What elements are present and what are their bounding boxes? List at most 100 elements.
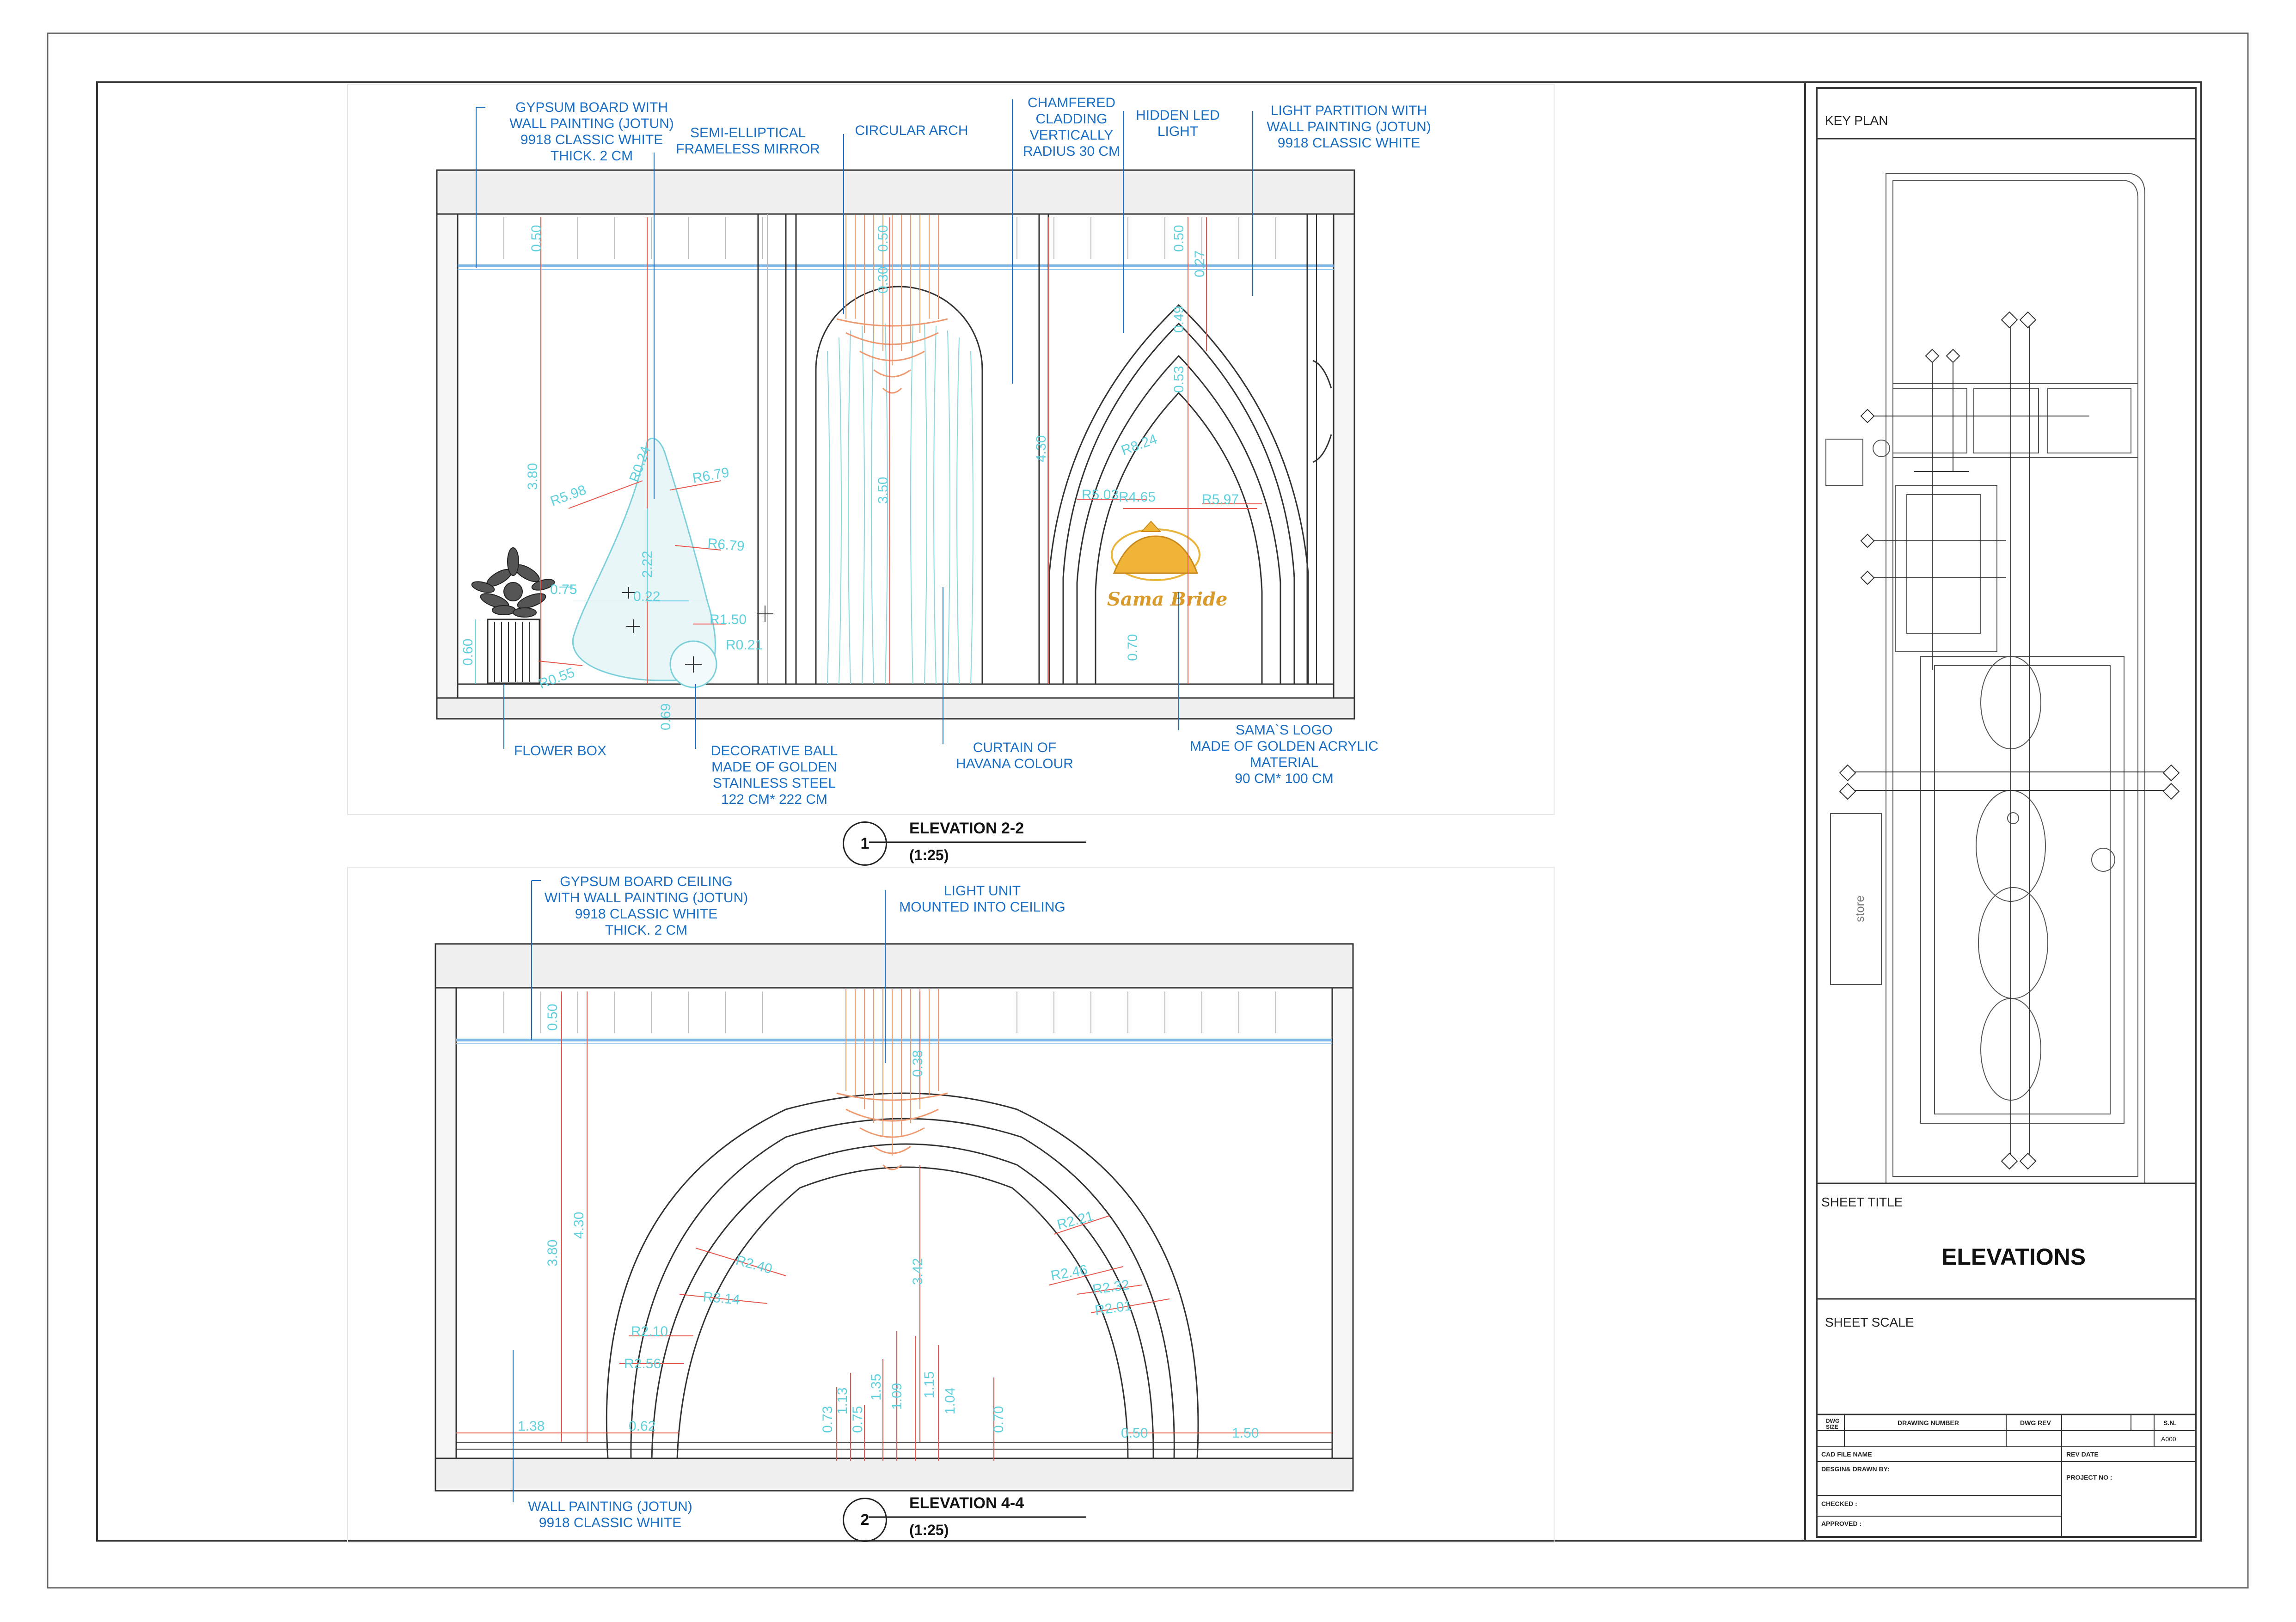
dim-t14: 0.50 bbox=[876, 225, 891, 252]
dim-b6: R3.14 bbox=[702, 1289, 741, 1308]
note-gypsum-board-line: GYPSUM BOARD WITH bbox=[515, 100, 668, 115]
dim-t25: R5.97 bbox=[1202, 492, 1239, 507]
design-drawn-by: DESGIN& DRAWN BY: bbox=[1821, 1465, 1890, 1473]
elevation-bubble-1: 1 bbox=[843, 821, 887, 866]
dim-t0: 0.50 bbox=[529, 225, 544, 252]
elevation-title-2: ELEVATION 4-4 bbox=[909, 1494, 1024, 1512]
inner-border bbox=[96, 81, 2202, 1542]
note-semi-elliptical-mirror-line: FRAMELESS MIRROR bbox=[676, 141, 820, 157]
dimension-lines-bottom bbox=[456, 992, 1332, 1461]
dim-t5: R6.79 bbox=[691, 465, 730, 486]
project-no: PROJECT NO : bbox=[2066, 1474, 2112, 1481]
dim-b9: R2.21 bbox=[1055, 1208, 1095, 1233]
note-wall-painting-line: 9918 CLASSIC WHITE bbox=[539, 1515, 682, 1530]
dim-t20: 0.49 bbox=[1171, 306, 1187, 333]
note-gypsum-board-line: THICK. 2 CM bbox=[550, 148, 633, 164]
dim-t7: R6.79 bbox=[707, 536, 745, 554]
dim-b15: 0.73 bbox=[820, 1406, 835, 1433]
note-gypsum-ceiling-line: 9918 CLASSIC WHITE bbox=[575, 906, 718, 922]
dim-b2: 4.30 bbox=[571, 1212, 587, 1239]
dim-b23: 0.50 bbox=[1121, 1426, 1148, 1441]
left-wall bbox=[436, 213, 459, 699]
dim-t24: R4.65 bbox=[1119, 490, 1156, 505]
dim-t15: 0.30 bbox=[876, 267, 891, 294]
sn-label: S.N. bbox=[2163, 1419, 2176, 1426]
note-semi-elliptical-mirror-line: SEMI-ELLIPTICAL bbox=[690, 125, 806, 141]
curtain bbox=[827, 323, 974, 685]
dim-t17: 4.30 bbox=[1034, 435, 1049, 462]
floor-band bbox=[436, 697, 1355, 720]
note-sama-logo-line: 90 CM* 100 CM bbox=[1235, 771, 1334, 786]
approved-by: APPROVED : bbox=[1821, 1520, 1862, 1527]
dim-t11: R0.21 bbox=[726, 637, 763, 653]
rev-date: REV DATE bbox=[2066, 1451, 2099, 1458]
dim-t8: 0.75 bbox=[550, 582, 577, 597]
titleblock-lines bbox=[1817, 1182, 2196, 1537]
note-curtain-line: HAVANA COLOUR bbox=[956, 756, 1073, 771]
note-chamfered-cladding-line: CLADDING bbox=[1035, 111, 1108, 127]
dim-b14: 0.62 bbox=[629, 1419, 655, 1434]
dwg-rev: DWG REV bbox=[2020, 1419, 2051, 1426]
dim-t9: 0.22 bbox=[633, 589, 660, 604]
sheet-title-label: SHEET TITLE bbox=[1821, 1195, 1903, 1209]
store-label: store bbox=[1853, 895, 1867, 922]
note-gypsum-ceiling-line: THICK. 2 CM bbox=[605, 923, 688, 938]
note-circular-arch-line: CIRCULAR ARCH bbox=[855, 123, 968, 138]
dim-b19: 1.09 bbox=[889, 1383, 905, 1410]
note-chamfered-cladding-line: CHAMFERED bbox=[1027, 95, 1115, 110]
right-wall bbox=[1333, 213, 1355, 699]
viewport-bottom bbox=[347, 867, 1555, 1542]
dim-b5: R2.40 bbox=[734, 1253, 774, 1277]
note-wall-painting-line: WALL PAINTING (JOTUN) bbox=[528, 1499, 692, 1514]
note-gypsum-ceiling-line: GYPSUM BOARD CEILING bbox=[560, 874, 733, 889]
elevation-scale-2: (1:25) bbox=[909, 1522, 949, 1538]
note-light-unit-line: MOUNTED INTO CEILING bbox=[899, 900, 1065, 915]
sama-logo-text: Sama Bride bbox=[1107, 588, 1227, 610]
note-chamfered-cladding-line: RADIUS 30 CM bbox=[1022, 144, 1120, 159]
key-plan bbox=[1816, 87, 2197, 1184]
elevation-bubble-2: 2 bbox=[843, 1498, 887, 1542]
dim-b16: 1.13 bbox=[835, 1388, 850, 1414]
dim-t16: 3.50 bbox=[876, 477, 891, 504]
dim-b21: 1.04 bbox=[943, 1388, 958, 1414]
dim-b1: 3.80 bbox=[545, 1240, 560, 1267]
note-light-partition-line: LIGHT PARTITION WITH bbox=[1270, 103, 1427, 118]
dim-t6: 2.22 bbox=[640, 551, 655, 578]
dim-t19: 0.27 bbox=[1192, 251, 1207, 277]
note-wall-painting: WALL PAINTING (JOTUN)9918 CLASSIC WHITE bbox=[495, 1499, 726, 1531]
chandelier-top bbox=[836, 215, 948, 394]
note-gypsum-board-line: 9918 CLASSIC WHITE bbox=[520, 132, 663, 147]
outer-border bbox=[47, 32, 2249, 1589]
dim-b10: R2.46 bbox=[1049, 1262, 1089, 1283]
dim-b7: R2.10 bbox=[631, 1324, 668, 1339]
note-decorative-ball-line: MADE OF GOLDEN bbox=[711, 759, 837, 775]
dim-b20: 1.15 bbox=[922, 1371, 937, 1398]
note-sama-logo-line: MADE OF GOLDEN ACRYLIC bbox=[1190, 739, 1378, 754]
note-curtain-line: CURTAIN OF bbox=[973, 740, 1057, 755]
dim-t12: R0.55 bbox=[537, 665, 577, 692]
drawing-number: DRAWING NUMBER bbox=[1898, 1419, 1959, 1426]
chamfered-cladding-arch bbox=[1048, 304, 1309, 684]
note-flower-box: FLOWER BOX bbox=[445, 743, 676, 759]
note-light-unit-line: LIGHT UNIT bbox=[943, 883, 1021, 899]
note-sama-logo-line: MATERIAL bbox=[1250, 755, 1318, 770]
large-arch bbox=[606, 1092, 1199, 1459]
dim-t2: 0.60 bbox=[460, 639, 476, 666]
dim-b8: R2.56 bbox=[624, 1356, 661, 1371]
elevation-title-1: ELEVATION 2-2 bbox=[909, 820, 1024, 837]
dim-t23: R5.03 bbox=[1082, 487, 1119, 502]
dim-b3: 0.38 bbox=[910, 1050, 925, 1077]
dimension-lines-top bbox=[475, 217, 1262, 684]
note-hidden-led-line: LIGHT bbox=[1157, 124, 1199, 139]
note-gypsum-ceiling-line: WITH WALL PAINTING (JOTUN) bbox=[544, 890, 748, 906]
note-light-partition-line: WALL PAINTING (JOTUN) bbox=[1267, 119, 1431, 135]
note-sama-logo-line: SAMA`S LOGO bbox=[1235, 722, 1333, 738]
elevation-2-2: Sama Bride 0.50 3.80 0.60 bbox=[436, 99, 1355, 749]
